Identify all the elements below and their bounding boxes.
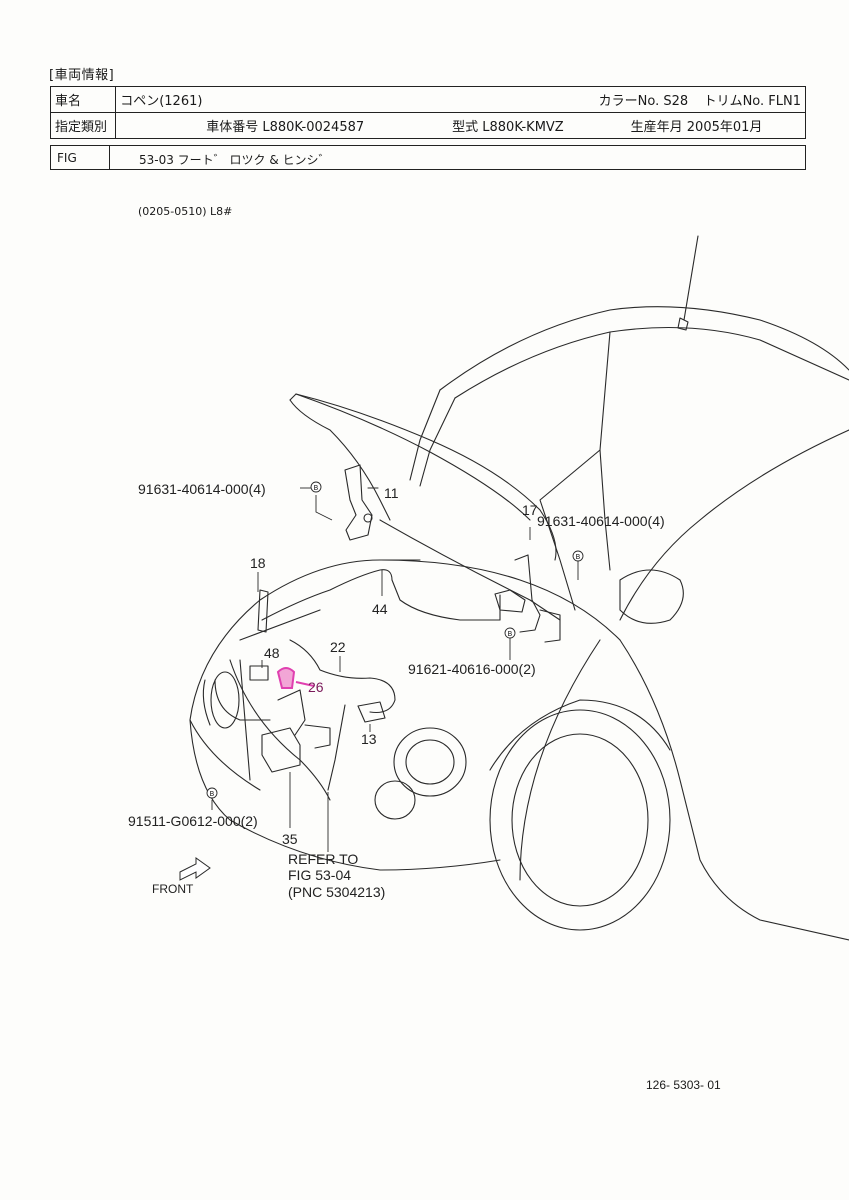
headlamp-left (210, 671, 240, 729)
callout-13: 13 (361, 731, 377, 747)
front-arrow: FRONT (152, 857, 211, 896)
fig-title: 53-03 フート゛ ロツク & ヒンシ゛ (139, 153, 331, 167)
vehicle-info-table: 車名 コペン(1261) カラーNo. S28 トリムNo. FLN1 指定類別… (50, 86, 806, 139)
callout-44: 44 (372, 601, 388, 617)
side-mirror (619, 569, 684, 624)
applicability-range: (0205-0510) L8# (138, 205, 233, 218)
part-18 (257, 589, 269, 633)
vehicle-name-value: コペン(1261) (115, 86, 275, 113)
section-label: [車両情報] (49, 68, 115, 83)
type-label: 指定類別 (50, 112, 117, 139)
callout-22: 22 (330, 639, 346, 655)
callout-11: 11 (384, 485, 399, 501)
callout-bolt-hinge-right: 91631-40614-000(4) (537, 513, 665, 529)
roof-outline (439, 306, 849, 391)
fig-title-box: FIG 53-03 フート゛ ロツク & ヒンシ゛ (50, 145, 806, 170)
document-number: 126- 5303- 01 (646, 1078, 721, 1092)
headlamp-right (393, 727, 467, 797)
hood-panel (289, 393, 557, 561)
refer-line-2: FIG 53-04 (288, 867, 351, 883)
model-code: 型式 L880K-KMVZ (452, 120, 564, 135)
callout-48: 48 (264, 645, 280, 661)
refer-line-3: (PNC 5304213) (288, 884, 385, 900)
svg-text:B: B (508, 630, 513, 638)
front-wheel (489, 709, 671, 931)
callout-26: 26 (308, 679, 324, 695)
refer-line-1: REFER TO (288, 851, 358, 867)
front-body-outline (189, 559, 421, 721)
svg-text:B: B (210, 790, 215, 798)
lever-cable (327, 704, 346, 791)
callout-hinge-right-bolt: 91621-40616-000(2) (408, 661, 536, 677)
trim-code: トリムNo. FLN1 (699, 86, 806, 113)
svg-text:B: B (576, 553, 581, 561)
fig-label: FIG (57, 151, 77, 165)
callout-bolt-hinge-left: 91631-40614-000(4) (138, 481, 266, 497)
hinge-left (344, 464, 373, 541)
callout-lock-bolt: 91511-G0612-000(2) (128, 813, 258, 829)
wire-22 (289, 639, 396, 714)
part-48 (249, 665, 269, 681)
color-code: カラーNo. S28 (594, 86, 700, 113)
hinge-right (514, 554, 541, 633)
body-number: 車体番号 L880K-0024587 (206, 120, 365, 135)
part-26-highlight[interactable] (276, 667, 315, 689)
hood-lock-35 (261, 727, 301, 773)
info-row-1: 車名 コペン(1261) カラーNo. S28 トリムNo. FLN1 (50, 86, 806, 113)
callout-17: 17 (522, 502, 538, 518)
front-label: FRONT (152, 882, 194, 896)
antenna-drawing (683, 235, 699, 321)
callout-35: 35 (282, 831, 298, 847)
vehicle-name-label: 車名 (50, 86, 117, 113)
svg-text:B: B (314, 484, 319, 492)
bolt-markers: B B B B (206, 481, 584, 799)
part-13 (357, 701, 386, 723)
info-row-2: 指定類別 車体番号 L880K-0024587 型式 L880K-KMVZ 生産… (50, 112, 806, 139)
callout-18: 18 (250, 555, 266, 571)
release-cable-44 (261, 569, 501, 621)
production-date: 生産年月 2005年01月 (630, 120, 763, 135)
